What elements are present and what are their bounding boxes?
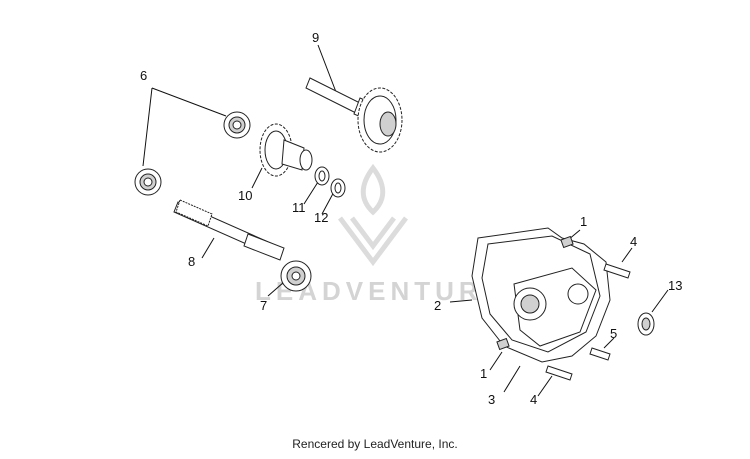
part-1-dowel-pins bbox=[489, 229, 581, 371]
callout-13: 13 bbox=[668, 278, 682, 293]
part-2-3-case-cover bbox=[449, 227, 611, 393]
callout-9: 9 bbox=[312, 30, 319, 45]
callout-8: 8 bbox=[188, 254, 195, 269]
part-7-bearing bbox=[267, 260, 312, 297]
callout-1-bottom: 1 bbox=[480, 366, 487, 381]
part-8-shaft bbox=[173, 199, 285, 261]
callout-4-top: 4 bbox=[630, 234, 637, 249]
callout-1-top: 1 bbox=[580, 214, 587, 229]
part-11-12-washers bbox=[303, 166, 346, 215]
callout-7: 7 bbox=[260, 298, 267, 313]
callout-12: 12 bbox=[314, 210, 328, 225]
part-13-oil-seal bbox=[637, 289, 669, 336]
part-4-bolts bbox=[537, 247, 633, 397]
footer-credit: Rencered by LeadVenture, Inc. bbox=[292, 437, 457, 451]
callout-11: 11 bbox=[292, 200, 306, 215]
part-10-gear bbox=[251, 123, 313, 189]
part-9-gear-shaft bbox=[305, 44, 403, 153]
callout-6: 6 bbox=[140, 68, 147, 83]
callout-3: 3 bbox=[488, 392, 495, 407]
callout-10: 10 bbox=[238, 188, 252, 203]
part-5-bolt bbox=[589, 337, 615, 361]
callout-2: 2 bbox=[434, 298, 441, 313]
part-6-bearings bbox=[134, 87, 251, 196]
callout-4-bottom: 4 bbox=[530, 392, 537, 407]
callout-5: 5 bbox=[610, 326, 617, 341]
flame-logo-icon bbox=[338, 163, 408, 267]
callout-labels: 9 6 10 11 12 8 7 1 4 13 2 5 1 3 4 bbox=[140, 30, 682, 407]
